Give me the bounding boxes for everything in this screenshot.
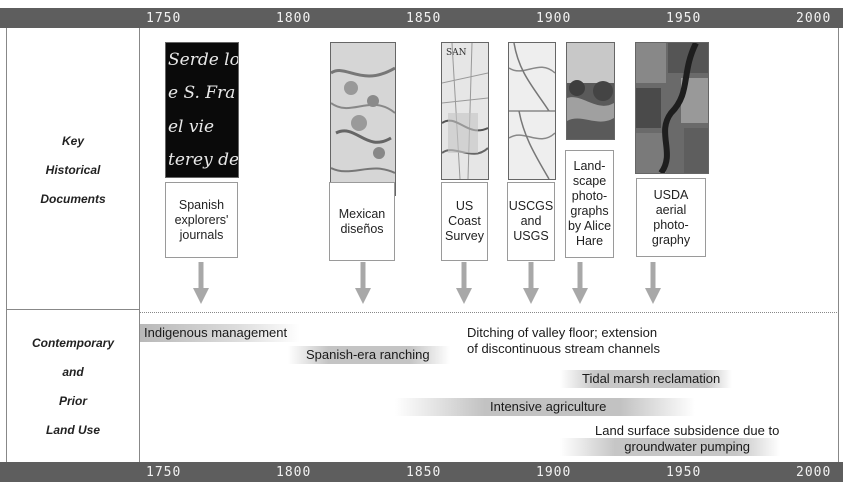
dotted-divider: [140, 312, 837, 313]
tick-label: 1900: [536, 465, 572, 480]
landuse-bar: [288, 346, 450, 364]
script-line: terey de: [168, 150, 238, 170]
topographic-map-image: [508, 42, 556, 180]
document-label-line: USGS: [513, 229, 549, 243]
document-label-line: by Alice: [567, 219, 612, 233]
section-label-line: Contemporary: [31, 336, 114, 350]
document-label-line: journals: [179, 227, 224, 242]
row-divider: [6, 309, 140, 310]
document-label-line: photo-: [571, 189, 608, 203]
document-label-line: photo-: [653, 217, 689, 232]
timeline-axis-top: 1750 1800 1850 1900 1950 2000: [0, 8, 843, 28]
section-label-line: Prior: [58, 394, 87, 408]
map-title-text: SAN: [446, 48, 467, 58]
document-label-box: USDA aerial photo- graphy: [636, 178, 706, 257]
script-line: el vie: [168, 117, 214, 137]
tick-label: 1950: [666, 11, 702, 26]
landuse-label-line: Tidal marsh reclamation: [582, 371, 721, 386]
landuse-label: Spanish-era ranching: [306, 347, 430, 363]
down-arrow-icon: [193, 262, 209, 304]
aerial-photo-image: [635, 42, 709, 174]
script-line: e S. Fra: [168, 83, 235, 103]
hand-drawn-map-image: [330, 42, 396, 196]
landuse-label: Land surface subsidence due to groundwat…: [595, 423, 779, 455]
tick-label: 2000: [796, 11, 832, 26]
document-label-box: USCGS and USGS: [507, 182, 555, 261]
diagram-frame: [6, 28, 839, 462]
down-arrow-icon: [645, 262, 661, 304]
document-label-line: aerial: [655, 202, 687, 217]
document-label-box: Spanish explorers' journals: [165, 182, 238, 258]
landuse-label-line: Spanish-era ranching: [306, 347, 430, 362]
document-label-line: Spanish: [178, 197, 225, 212]
document-label-line: US: [455, 199, 474, 213]
document-label-line: Survey: [445, 229, 484, 243]
document-label-line: explorers': [174, 212, 229, 227]
tick-label: 1850: [406, 11, 442, 26]
landscape-photo-image: [566, 42, 615, 140]
landuse-label-line: Intensive agriculture: [490, 399, 607, 414]
tick-label: 1750: [146, 11, 182, 26]
document-label-line: diseños: [340, 221, 384, 236]
handwritten-script-image: Serde lo e S. Fra el vie terey de: [165, 42, 239, 178]
document-label-line: scape: [572, 174, 607, 188]
down-arrow-icon: [572, 262, 588, 304]
document-label-line: Coast: [448, 214, 481, 228]
tick-label: 1950: [666, 465, 702, 480]
section-label-line: Documents: [40, 192, 106, 206]
landuse-label-line: Indigenous management: [144, 325, 288, 340]
document-label-box: Land- scape photo- graphs by Alice Hare: [565, 150, 614, 258]
document-label-line: Hare: [575, 234, 604, 248]
landuse-label: Ditching of valley floor; extension of d…: [467, 325, 660, 357]
column-divider: [139, 28, 140, 462]
section-label-line: Historical: [45, 163, 101, 177]
tick-label: 1900: [536, 11, 572, 26]
tick-label: 1800: [276, 465, 312, 480]
down-arrow-icon: [355, 262, 371, 304]
document-label-box: US Coast Survey: [441, 182, 488, 261]
script-line: Serde lo: [168, 50, 238, 70]
document-label-line: USDA: [653, 187, 689, 202]
tick-label: 1750: [146, 465, 182, 480]
down-arrow-icon: [456, 262, 472, 304]
landuse-label-line: of discontinuous stream channels: [467, 341, 660, 356]
landuse-bar: [560, 438, 780, 456]
section-label-line: Land Use: [45, 423, 100, 437]
tick-label: 2000: [796, 465, 832, 480]
down-arrow-icon: [523, 262, 539, 304]
landuse-label: Intensive agriculture: [490, 399, 606, 415]
section-label-land-use: Contemporary and Prior Land Use: [10, 329, 136, 445]
document-label-line: graphs: [570, 204, 609, 218]
tick-label: 1850: [406, 465, 442, 480]
document-label-line: Land-: [573, 159, 606, 173]
landuse-bar: [395, 398, 695, 416]
landuse-label: Tidal marsh reclamation: [582, 371, 720, 387]
document-label-box: Mexican diseños: [329, 182, 395, 261]
landuse-label-line: Ditching of valley floor; extension: [467, 325, 658, 340]
landuse-label-line: groundwater pumping: [624, 439, 751, 454]
landuse-bar: [560, 370, 732, 388]
section-label-line: and: [62, 365, 84, 379]
document-label-line: Mexican: [338, 206, 386, 221]
timeline-axis-bottom: 1750 1800 1850 1900 1950 2000: [0, 462, 843, 482]
landuse-bar: [140, 324, 300, 342]
section-label-documents: Key Historical Documents: [10, 127, 136, 214]
landuse-label: Indigenous management: [144, 325, 287, 341]
document-label-line: and: [520, 214, 542, 228]
landuse-label-line: Land surface subsidence due to: [595, 423, 780, 438]
document-label-line: USCGS: [508, 199, 554, 213]
section-label-line: Key: [61, 134, 84, 148]
tick-label: 1800: [276, 11, 312, 26]
document-label-line: graphy: [651, 232, 691, 247]
coast-survey-map-image: SAN: [441, 42, 489, 180]
